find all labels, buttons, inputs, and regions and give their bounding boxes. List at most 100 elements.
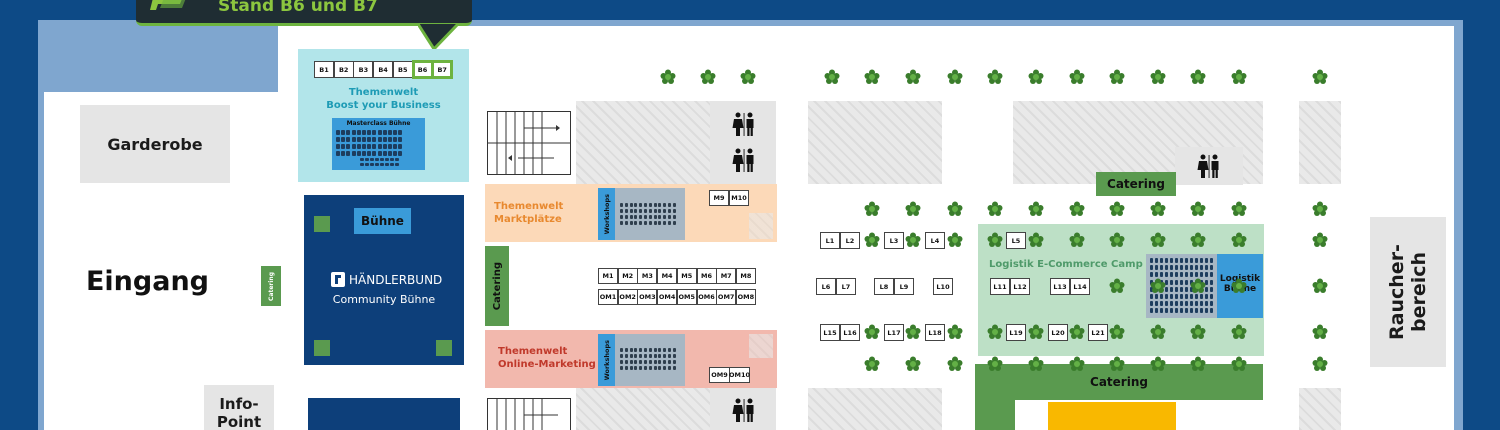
tree-icon: [1312, 324, 1328, 340]
garderobe-area: Garderobe: [80, 105, 230, 183]
seat: [1185, 265, 1188, 271]
booth-om7[interactable]: OM7: [716, 289, 737, 305]
booth-b7[interactable]: B7: [432, 61, 453, 78]
booth-l5[interactable]: L5: [1006, 232, 1026, 249]
tree-icon: [987, 232, 1003, 248]
booth-om1[interactable]: OM1: [598, 289, 618, 305]
booth-om9[interactable]: OM9: [709, 367, 730, 383]
seat: [648, 203, 652, 207]
booth-b2[interactable]: B2: [333, 61, 354, 78]
booth-l18[interactable]: L18: [925, 324, 945, 341]
seat: [629, 221, 633, 225]
seat: [1155, 258, 1158, 263]
seat: [1170, 258, 1173, 263]
community-buehne-label: Community Bühne: [332, 293, 436, 306]
booth-l12[interactable]: L12: [1010, 278, 1030, 295]
seat: [1170, 272, 1173, 278]
booth-m10[interactable]: M10: [729, 190, 749, 206]
hatched-block-1: [576, 101, 710, 184]
booth-m8[interactable]: M8: [735, 268, 756, 284]
booth-l4[interactable]: L4: [925, 232, 945, 249]
booth-l3[interactable]: L3: [884, 232, 904, 249]
booth-l19[interactable]: L19: [1006, 324, 1026, 341]
booth-m6[interactable]: M6: [696, 268, 717, 284]
seat: [648, 209, 652, 213]
seat: [644, 360, 647, 364]
hatched-block-7: [1299, 388, 1341, 430]
booth-l16[interactable]: L16: [840, 324, 860, 341]
booth-l2[interactable]: L2: [840, 232, 860, 249]
booth-m3[interactable]: M3: [637, 268, 658, 284]
booth-l10[interactable]: L10: [933, 278, 953, 295]
booth-l21[interactable]: L21: [1088, 324, 1108, 341]
booth-l11[interactable]: L11: [990, 278, 1010, 295]
booth-om4[interactable]: OM4: [657, 289, 678, 305]
seat: [365, 163, 369, 166]
seat: [639, 366, 643, 370]
seat: [390, 163, 394, 166]
seat: [668, 360, 671, 364]
seat: [1180, 301, 1183, 307]
booth-b6[interactable]: B6: [412, 61, 433, 78]
seat: [362, 137, 366, 142]
eingang-label: Eingang: [85, 266, 210, 297]
seat: [346, 130, 351, 135]
seat: [672, 215, 676, 219]
booth-m1[interactable]: M1: [598, 268, 618, 284]
seat: [395, 163, 399, 166]
seat: [629, 360, 633, 364]
booth-l15[interactable]: L15: [820, 324, 840, 341]
restroom-icon: [731, 148, 757, 172]
seat: [1195, 258, 1198, 263]
seat: [1210, 258, 1213, 263]
themenwelt-marktplaetze-line-1: Themenwelt: [494, 201, 564, 212]
booth-l13[interactable]: L13: [1050, 278, 1070, 295]
booth-om3[interactable]: OM3: [637, 289, 658, 305]
restroom-icon: [731, 112, 757, 136]
raucherbereich-line-2: bereich: [1408, 251, 1431, 333]
booth-l8[interactable]: L8: [874, 278, 894, 295]
seat: [1185, 286, 1188, 292]
tree-icon: [740, 69, 756, 85]
booth-l20[interactable]: L20: [1048, 324, 1068, 341]
marktplaetze-hatch: [749, 213, 773, 239]
booth-om8[interactable]: OM8: [735, 289, 756, 305]
booth-b4[interactable]: B4: [373, 61, 394, 78]
booth-l9[interactable]: L9: [894, 278, 914, 295]
seat: [341, 137, 346, 142]
seat: [377, 130, 382, 135]
seat: [1155, 301, 1158, 307]
tree-icon: [1190, 201, 1206, 217]
seat: [672, 203, 676, 207]
booth-b5[interactable]: B5: [392, 61, 413, 78]
booth-l1[interactable]: L1: [820, 232, 840, 249]
booth-om2[interactable]: OM2: [617, 289, 638, 305]
booth-l7[interactable]: L7: [836, 278, 856, 295]
booth-m2[interactable]: M2: [617, 268, 638, 284]
seat: [356, 151, 361, 156]
seat: [1210, 294, 1213, 299]
booth-l14[interactable]: L14: [1070, 278, 1090, 295]
booth-l17[interactable]: L17: [884, 324, 904, 341]
seat: [1150, 286, 1153, 292]
booth-l6[interactable]: L6: [816, 278, 836, 295]
seat: [639, 221, 643, 225]
booth-b1[interactable]: B1: [314, 61, 334, 78]
tree-icon: [1190, 324, 1206, 340]
seat: [658, 354, 662, 358]
booth-om6[interactable]: OM6: [696, 289, 717, 305]
seat: [382, 130, 387, 135]
seat: [1150, 279, 1153, 285]
tree-icon: [1109, 278, 1125, 294]
booth-om10[interactable]: OM10: [729, 367, 750, 383]
booth-m4[interactable]: M4: [657, 268, 678, 284]
booth-m5[interactable]: M5: [676, 268, 697, 284]
seat: [658, 221, 662, 225]
booth-m7[interactable]: M7: [716, 268, 737, 284]
booth-b3[interactable]: B3: [353, 61, 374, 78]
masterclass-buehne-label: Masterclass Bühne: [346, 120, 411, 127]
seat: [1175, 258, 1178, 263]
seat: [1175, 265, 1178, 271]
booth-m9[interactable]: M9: [709, 190, 729, 206]
booth-om5[interactable]: OM5: [676, 289, 697, 305]
